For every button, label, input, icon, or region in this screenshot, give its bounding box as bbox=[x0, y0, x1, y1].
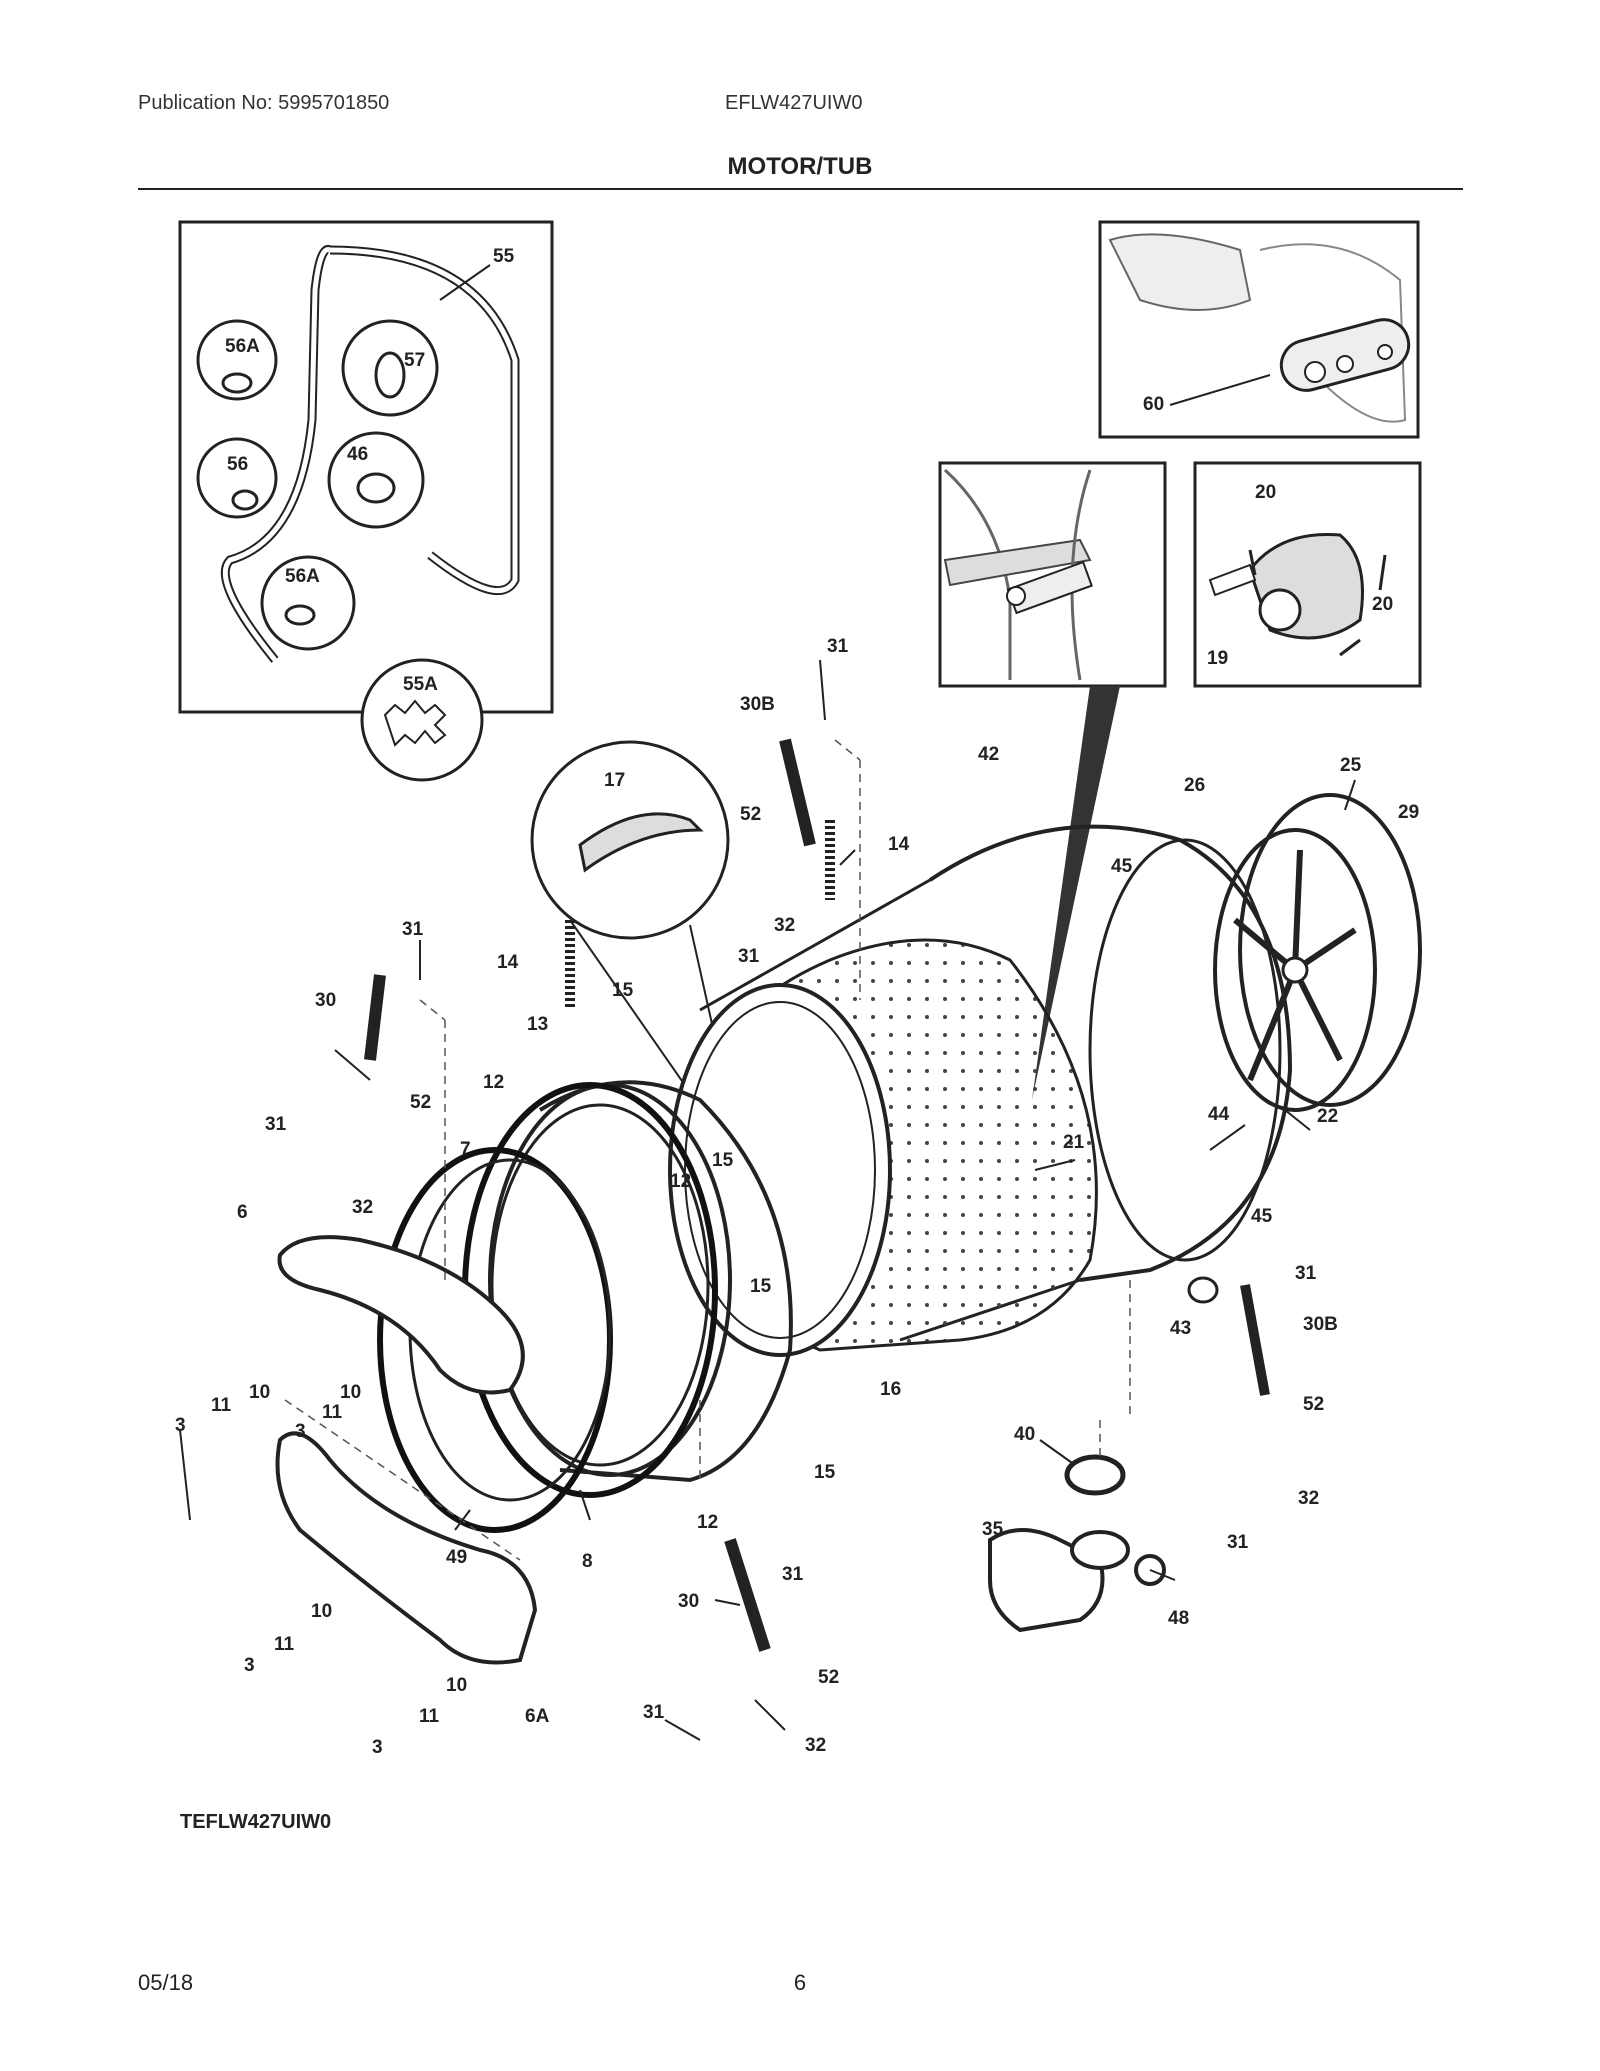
callout-56: 56 bbox=[227, 454, 248, 475]
callout-10-b: 10 bbox=[340, 1382, 361, 1403]
page-number: 6 bbox=[793, 1970, 807, 1995]
callout-7: 7 bbox=[460, 1139, 471, 1160]
callout-45-low: 45 bbox=[1251, 1206, 1273, 1227]
callout-30-bottom: 30 bbox=[678, 1591, 699, 1612]
callout-56a-top: 56A bbox=[225, 336, 260, 357]
pump-motor-inset bbox=[1193, 461, 1422, 688]
alignment-lines bbox=[284, 739, 1131, 1561]
callout-55: 55 bbox=[493, 246, 515, 267]
callout-11-b: 11 bbox=[322, 1402, 343, 1423]
callout-52-top: 52 bbox=[740, 804, 761, 825]
callout-3-a: 3 bbox=[175, 1415, 186, 1436]
callout-19: 19 bbox=[1207, 648, 1228, 669]
callout-31-bottom-right: 31 bbox=[1227, 1532, 1249, 1553]
callout-10-d: 10 bbox=[446, 1675, 467, 1696]
callout-31-left2: 31 bbox=[265, 1114, 287, 1135]
model-number: EFLW427UIW0 bbox=[725, 92, 863, 114]
title-rule bbox=[138, 188, 1463, 190]
detail-inset bbox=[938, 461, 1167, 1100]
callout-30-left: 30 bbox=[315, 990, 336, 1011]
callout-42: 42 bbox=[978, 744, 999, 765]
callout-30b-top: 30B bbox=[740, 694, 775, 715]
footer-date: 05/18 bbox=[138, 1970, 194, 1995]
upper-counterweight bbox=[277, 1235, 525, 1395]
callout-45-top: 45 bbox=[1111, 856, 1133, 877]
callout-20-top: 20 bbox=[1255, 482, 1276, 503]
diagram-code: TEFLW427UIW0 bbox=[180, 1811, 332, 1833]
callout-31-top: 31 bbox=[827, 636, 849, 657]
callout-44: 44 bbox=[1208, 1104, 1230, 1125]
callout-56a-bottom: 56A bbox=[285, 566, 320, 587]
callout-60: 60 bbox=[1143, 394, 1164, 415]
motor-belt-inset bbox=[1098, 220, 1420, 439]
callout-30b-right: 30B bbox=[1303, 1314, 1338, 1335]
callout-14-right: 14 bbox=[888, 834, 910, 855]
callout-6: 6 bbox=[237, 1202, 248, 1223]
callout-11-c: 11 bbox=[274, 1634, 295, 1655]
springs bbox=[565, 820, 835, 1010]
callout-13: 13 bbox=[527, 1014, 548, 1035]
callout-15-low: 15 bbox=[750, 1276, 772, 1297]
callout-11-a: 11 bbox=[211, 1395, 232, 1416]
lower-counterweight bbox=[275, 1431, 538, 1665]
callout-11-d: 11 bbox=[419, 1706, 440, 1727]
callout-31-left: 31 bbox=[402, 919, 424, 940]
motor-tub-exploded-diagram: 55 56A 57 56 46 56A 55A 60 20 20 19 31 3… bbox=[175, 220, 1422, 1758]
callout-31-right: 31 bbox=[1295, 1263, 1317, 1284]
callout-10-c: 10 bbox=[311, 1601, 332, 1622]
callout-25: 25 bbox=[1340, 755, 1362, 776]
callout-31-center: 31 bbox=[782, 1564, 804, 1585]
callout-12-mid: 12 bbox=[670, 1171, 691, 1192]
callout-32-top: 32 bbox=[774, 915, 795, 936]
callout-15-mid: 15 bbox=[712, 1150, 734, 1171]
callout-52-left: 52 bbox=[410, 1092, 431, 1113]
callout-49: 49 bbox=[446, 1547, 467, 1568]
callout-43: 43 bbox=[1170, 1318, 1191, 1339]
page-title: MOTOR/TUB bbox=[727, 153, 873, 180]
inner-drum bbox=[668, 938, 1098, 1357]
callout-20-right: 20 bbox=[1372, 594, 1393, 615]
callout-26: 26 bbox=[1184, 775, 1205, 796]
callout-17: 17 bbox=[604, 770, 625, 791]
callout-32-right: 32 bbox=[1298, 1488, 1319, 1509]
callout-52-bottom: 52 bbox=[818, 1667, 839, 1688]
callout-15-bottom: 15 bbox=[814, 1462, 836, 1483]
leader-lines bbox=[179, 264, 1356, 1741]
callout-29: 29 bbox=[1398, 802, 1419, 823]
callout-15-top: 15 bbox=[612, 980, 634, 1001]
callout-10-a: 10 bbox=[249, 1382, 270, 1403]
magnifier-detail bbox=[530, 740, 741, 1151]
callout-3-b: 3 bbox=[295, 1421, 306, 1442]
callout-21: 21 bbox=[1063, 1132, 1085, 1153]
callout-31-mid: 31 bbox=[738, 946, 760, 967]
callout-32-bottom: 32 bbox=[805, 1735, 826, 1756]
hose-inset bbox=[178, 220, 554, 782]
callout-8: 8 bbox=[582, 1551, 593, 1572]
callout-14-left: 14 bbox=[497, 952, 519, 973]
callout-6a: 6A bbox=[525, 1706, 550, 1727]
callout-48: 48 bbox=[1168, 1608, 1189, 1629]
callout-12-left: 12 bbox=[483, 1072, 504, 1093]
publication-number: Publication No: 5995701850 bbox=[138, 92, 390, 114]
callout-31-bottom: 31 bbox=[643, 1702, 665, 1723]
callout-57: 57 bbox=[404, 350, 425, 371]
drain-pump bbox=[988, 1276, 1219, 1633]
callout-52-right: 52 bbox=[1303, 1394, 1324, 1415]
callout-16: 16 bbox=[880, 1379, 901, 1400]
callout-55a: 55A bbox=[403, 674, 438, 695]
callout-32-left: 32 bbox=[352, 1197, 373, 1218]
callout-35: 35 bbox=[982, 1519, 1004, 1540]
callout-12-bottom: 12 bbox=[697, 1512, 718, 1533]
shock-absorbers bbox=[364, 738, 1270, 1652]
callout-labels: 55 56A 57 56 46 56A 55A 60 20 20 19 31 3… bbox=[175, 246, 1419, 1758]
callout-22: 22 bbox=[1317, 1106, 1338, 1127]
callout-40: 40 bbox=[1014, 1424, 1035, 1445]
callout-3-d: 3 bbox=[372, 1737, 383, 1758]
callout-46: 46 bbox=[347, 444, 368, 465]
pulley bbox=[1213, 793, 1422, 1112]
callout-3-c: 3 bbox=[244, 1655, 255, 1676]
